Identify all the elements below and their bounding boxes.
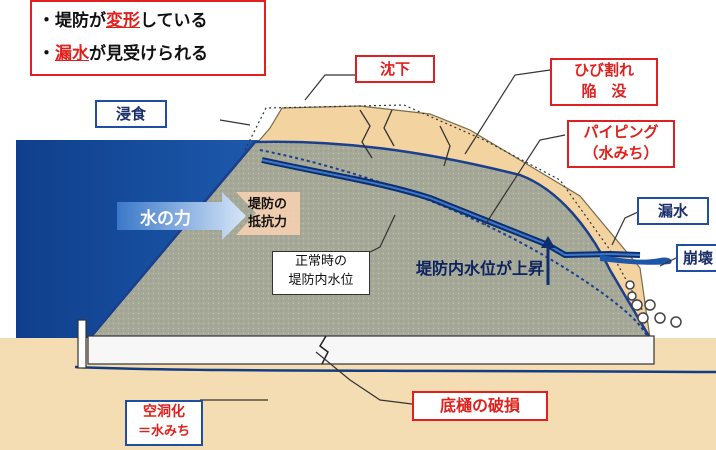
crack-icon <box>319 335 329 365</box>
river-wall <box>77 319 87 369</box>
crack-icon <box>383 109 395 147</box>
ground-water-line <box>74 365 716 374</box>
base-slab <box>87 335 655 365</box>
leader-lines <box>200 69 677 405</box>
label-levee-resistance: 堤防の 抵抗力 <box>248 197 288 230</box>
collapsed-debris <box>625 280 682 328</box>
label-culvert-damage: 底樋の破損 <box>412 391 548 421</box>
normal-water-level-line <box>259 149 649 339</box>
crack-icon <box>359 109 373 159</box>
label-normal-water-level: 正常時の 堤防内水位 <box>272 251 370 295</box>
label-crack-collapse: ひび割れ 陥 没 <box>550 58 658 106</box>
embankment-core <box>87 140 653 340</box>
header-line-1: ・堤防が変形している <box>38 11 208 31</box>
label-water-force: 水の力 <box>140 209 191 229</box>
river-water <box>16 140 268 338</box>
label-piping: パイピング （水みち） <box>567 120 675 168</box>
label-cavity: 空洞化 ＝水みち <box>125 400 203 446</box>
label-erosion: 浸食 <box>95 100 167 128</box>
arrow-up-icon <box>541 236 555 285</box>
crack-icon <box>439 125 451 167</box>
original-crest-outline <box>244 104 646 316</box>
label-leakage: 漏水 <box>637 197 709 225</box>
header-line-2: ・漏水が見受けられる <box>38 44 208 64</box>
leakage-water <box>600 255 672 265</box>
arrow-right-icon <box>117 192 246 240</box>
label-water-level-rise: 堤防内水位が上昇 <box>416 259 545 278</box>
label-subsidence: 沈下 <box>355 55 435 83</box>
resistance-arrow <box>236 192 300 235</box>
piping-channel-inner <box>261 159 641 257</box>
header-box: ・堤防が変形している ・漏水が見受けられる <box>30 0 266 76</box>
label-collapse: 崩壊 <box>676 244 716 272</box>
